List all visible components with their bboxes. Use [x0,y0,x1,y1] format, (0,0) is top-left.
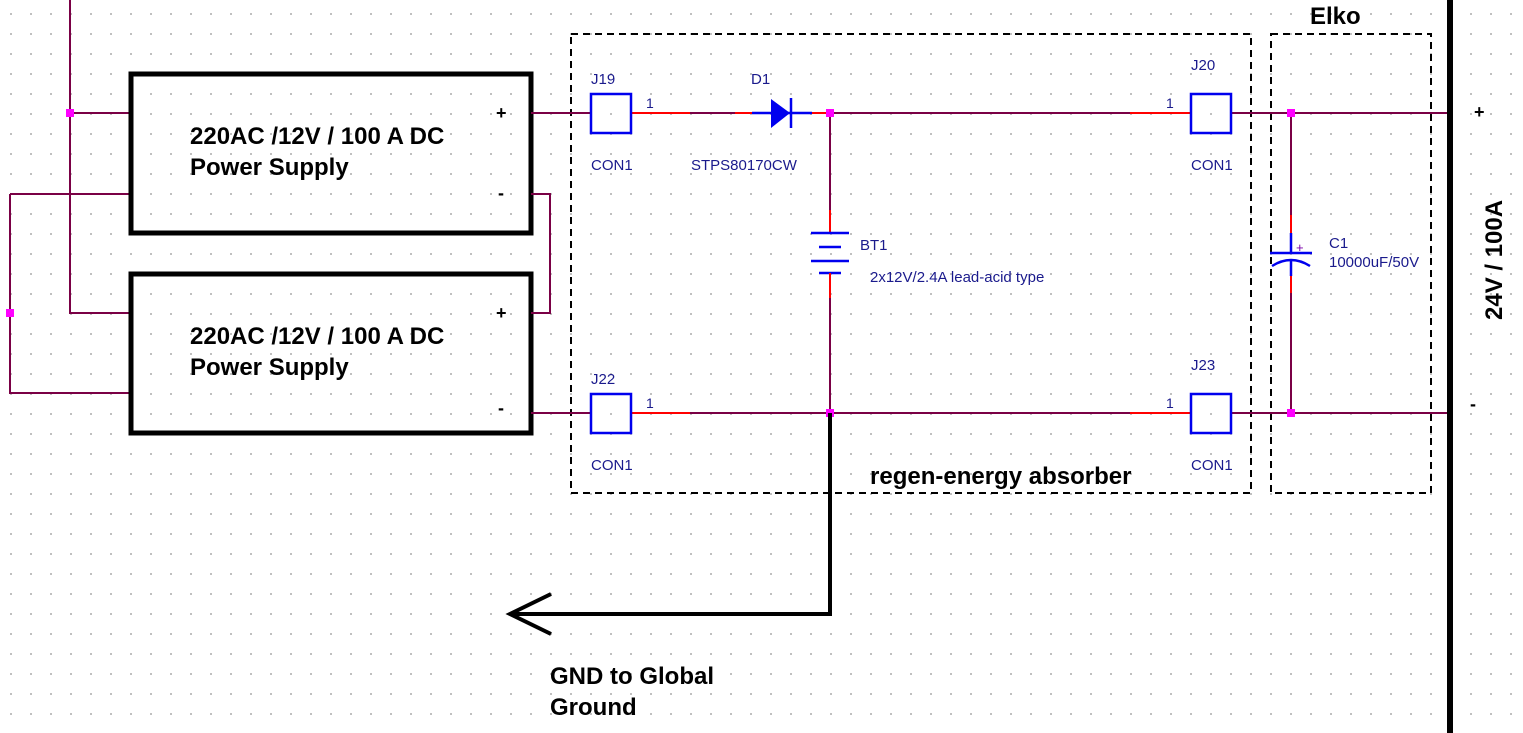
power-supply-label: Power Supply [190,154,349,181]
diode-d1[interactable]: D1 STPS80170CW [691,71,812,174]
connector-symbol [589,92,633,135]
battery-value: 2x12V/2.4A lead-acid type [870,269,1044,286]
power-supply-box [128,271,534,436]
minus-terminal-label: - [498,398,504,418]
junction-dot [826,109,834,117]
connector-value: CON1 [591,157,633,174]
connector-ref: J22 [591,371,615,388]
power-supply-2[interactable]: 220AC /12V / 100 A DC Power Supply + - [128,271,534,436]
diode-value: STPS80170CW [691,157,798,174]
plus-terminal-label: + [496,103,507,123]
ac-input-wiring [6,0,131,394]
junction-dot [1287,409,1295,417]
connector-symbol [589,392,633,435]
diode-triangle-icon [771,99,790,128]
connector-symbol [1189,392,1233,435]
connector-value: CON1 [591,457,633,474]
capacitor-value: 10000uF/50V [1329,254,1419,271]
junction-dot [66,109,74,117]
output-plus-label: + [1474,102,1485,122]
pin-number: 1 [1166,95,1174,111]
output-bus[interactable]: + - 24V / 100A [1447,0,1508,733]
capacitor-ref: C1 [1329,235,1348,252]
absorber-group-label: regen-energy absorber [870,463,1131,490]
output-rating-label: 24V / 100A [1481,200,1508,320]
output-minus-label: - [1470,394,1476,414]
connector-value: CON1 [1191,157,1233,174]
pin-number: 1 [646,395,654,411]
pin-number: 1 [646,95,654,111]
battery-bt1[interactable]: BT1 2x12V/2.4A lead-acid type [811,113,1044,413]
connector-value: CON1 [1191,457,1233,474]
connector-ref: J20 [1191,57,1215,74]
connector-ref: J19 [591,71,615,88]
connector-j20[interactable]: J20 CON1 1 [1166,57,1233,174]
pin-number: 1 [1166,395,1174,411]
capacitor-curved-plate [1271,258,1311,268]
connector-j22[interactable]: J22 CON1 1 [589,371,654,474]
connector-ref: J23 [1191,357,1215,374]
capacitor-plate [1270,233,1312,255]
power-supply-spec: 220AC /12V / 100 A DC [190,123,444,150]
capacitor-c1[interactable]: + C1 10000uF/50V [1270,113,1419,413]
power-supply-spec: 220AC /12V / 100 A DC [190,323,444,350]
connector-j19[interactable]: J19 CON1 1 [589,71,654,174]
battery-cells-icon [811,231,849,275]
plus-terminal-label: + [496,303,507,323]
arrow-left-icon [505,592,552,636]
ground-connection[interactable]: GND to Global Ground [505,413,832,721]
elko-group-label: Elko [1310,3,1361,30]
minus-terminal-label: - [498,183,504,203]
junction-dot [6,309,14,317]
connector-symbol [1189,92,1233,135]
battery-ref: BT1 [860,237,888,254]
ground-label-line2: Ground [550,694,637,721]
junction-dot [1287,109,1295,117]
ground-wire [510,413,832,616]
power-supply-box [128,71,534,236]
series-link-wire [531,193,551,314]
power-supply-1[interactable]: 220AC /12V / 100 A DC Power Supply + - [128,71,534,236]
power-supply-label: Power Supply [190,354,349,381]
connector-j23[interactable]: J23 CON1 1 [1166,357,1233,474]
elko-group-box [1270,33,1432,494]
diode-ref: D1 [751,71,770,88]
ground-label-line1: GND to Global [550,663,714,690]
absorber-group-box [570,33,1252,494]
capacitor-polarity: + [1296,240,1304,255]
